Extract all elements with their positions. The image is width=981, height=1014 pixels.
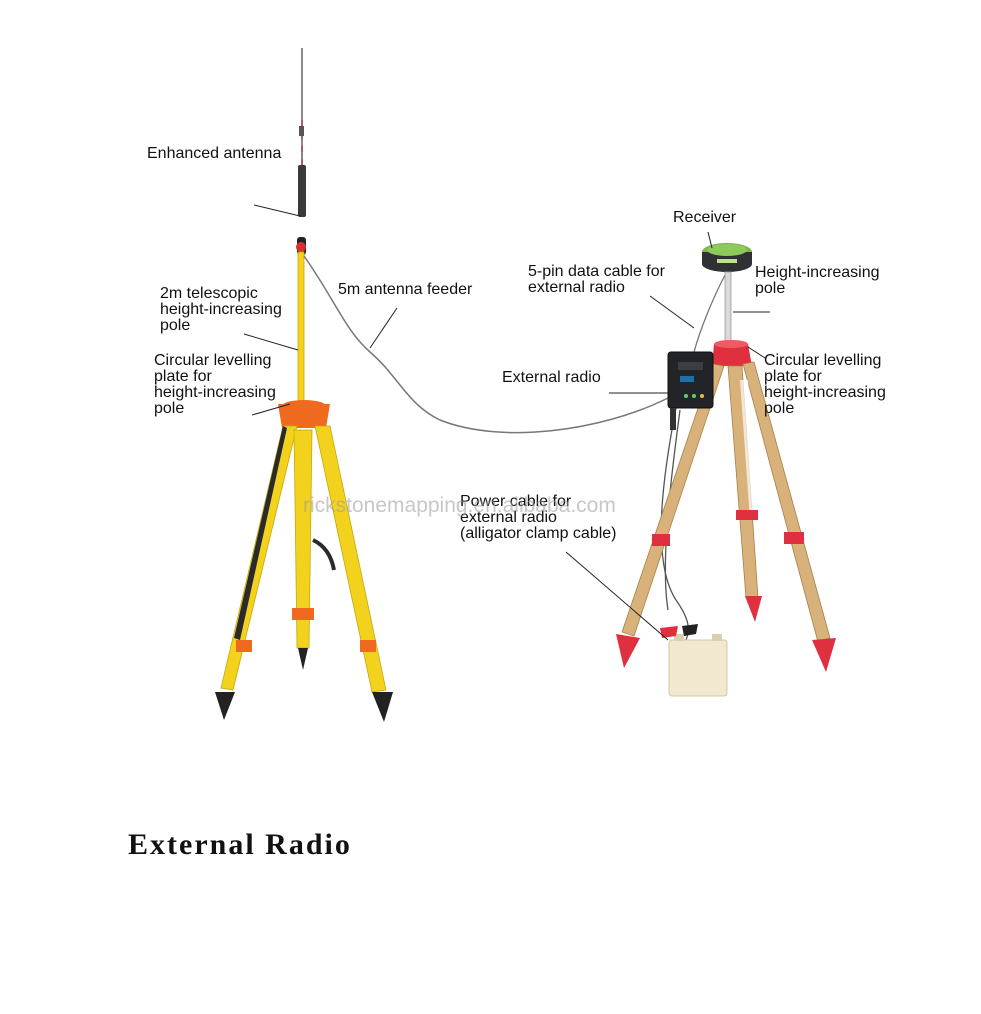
watermark: rickstonemapping.en.alibaba.com: [303, 494, 616, 517]
receiver: [702, 243, 752, 272]
antenna-feeder-cable: [303, 255, 669, 434]
battery: [660, 624, 728, 697]
label-levelling-plate-left: Circular levelling plate for height-incr…: [154, 352, 276, 417]
label-height-pole-right: Height-increasing pole: [755, 264, 880, 297]
label-external-radio: External radio: [502, 369, 601, 386]
levelling-plate-right: [712, 340, 752, 366]
data-cable: [693, 274, 726, 353]
telescopic-pole: [297, 251, 305, 405]
wooden-tripod: [616, 361, 836, 672]
label-receiver: Receiver: [673, 209, 737, 226]
leader-lines: [243, 204, 770, 641]
label-data-cable: 5-pin data cable for external radio: [528, 263, 665, 296]
height-pole-right: [724, 271, 732, 345]
yellow-tripod: [215, 425, 393, 722]
label-enhanced-antenna: Enhanced antenna: [147, 145, 282, 162]
external-radio-unit: [667, 351, 714, 430]
levelling-plate-left: [278, 400, 330, 428]
label-power-cable: Power cable for external radio (alligato…: [460, 493, 617, 542]
label-levelling-plate-right: Circular levelling plate for height-incr…: [764, 352, 886, 417]
enhanced-antenna: [296, 48, 306, 255]
caption: External Radio: [128, 828, 352, 861]
label-telescopic-pole: 2m telescopic height-increasing pole: [160, 285, 282, 334]
label-antenna-feeder: 5m antenna feeder: [338, 281, 473, 298]
